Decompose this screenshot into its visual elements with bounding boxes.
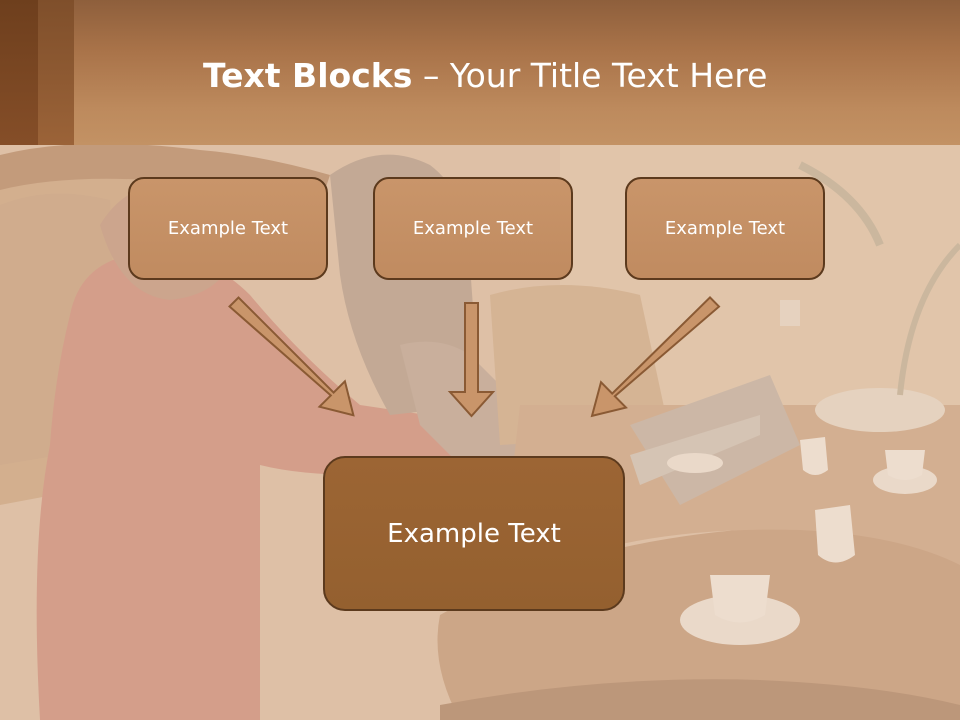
arrow-left-icon[interactable] [228, 296, 355, 417]
text-block-3[interactable]: Example Text [625, 177, 825, 280]
title-accent-bar [0, 0, 38, 145]
title-rest-text: Your Title Text Here [449, 56, 768, 95]
slide-title[interactable]: Text Blocks – Your Title Text Here [203, 56, 767, 96]
text-block-2-label: Example Text [412, 218, 534, 239]
title-bold-text: Text Blocks [203, 56, 413, 95]
text-block-2[interactable]: Example Text [373, 177, 573, 280]
text-block-1-label: Example Text [167, 218, 289, 239]
title-separator: – [412, 56, 450, 95]
title-band: Text Blocks – Your Title Text Here [0, 0, 960, 145]
title-accent-bar [38, 0, 74, 145]
text-block-1[interactable]: Example Text [128, 177, 328, 280]
arrow-right-icon[interactable] [590, 295, 721, 418]
text-block-3-label: Example Text [664, 218, 786, 239]
main-text-block[interactable]: Example Text [323, 456, 625, 611]
arrow-center-icon[interactable] [447, 302, 496, 418]
main-text-block-label: Example Text [387, 518, 561, 549]
